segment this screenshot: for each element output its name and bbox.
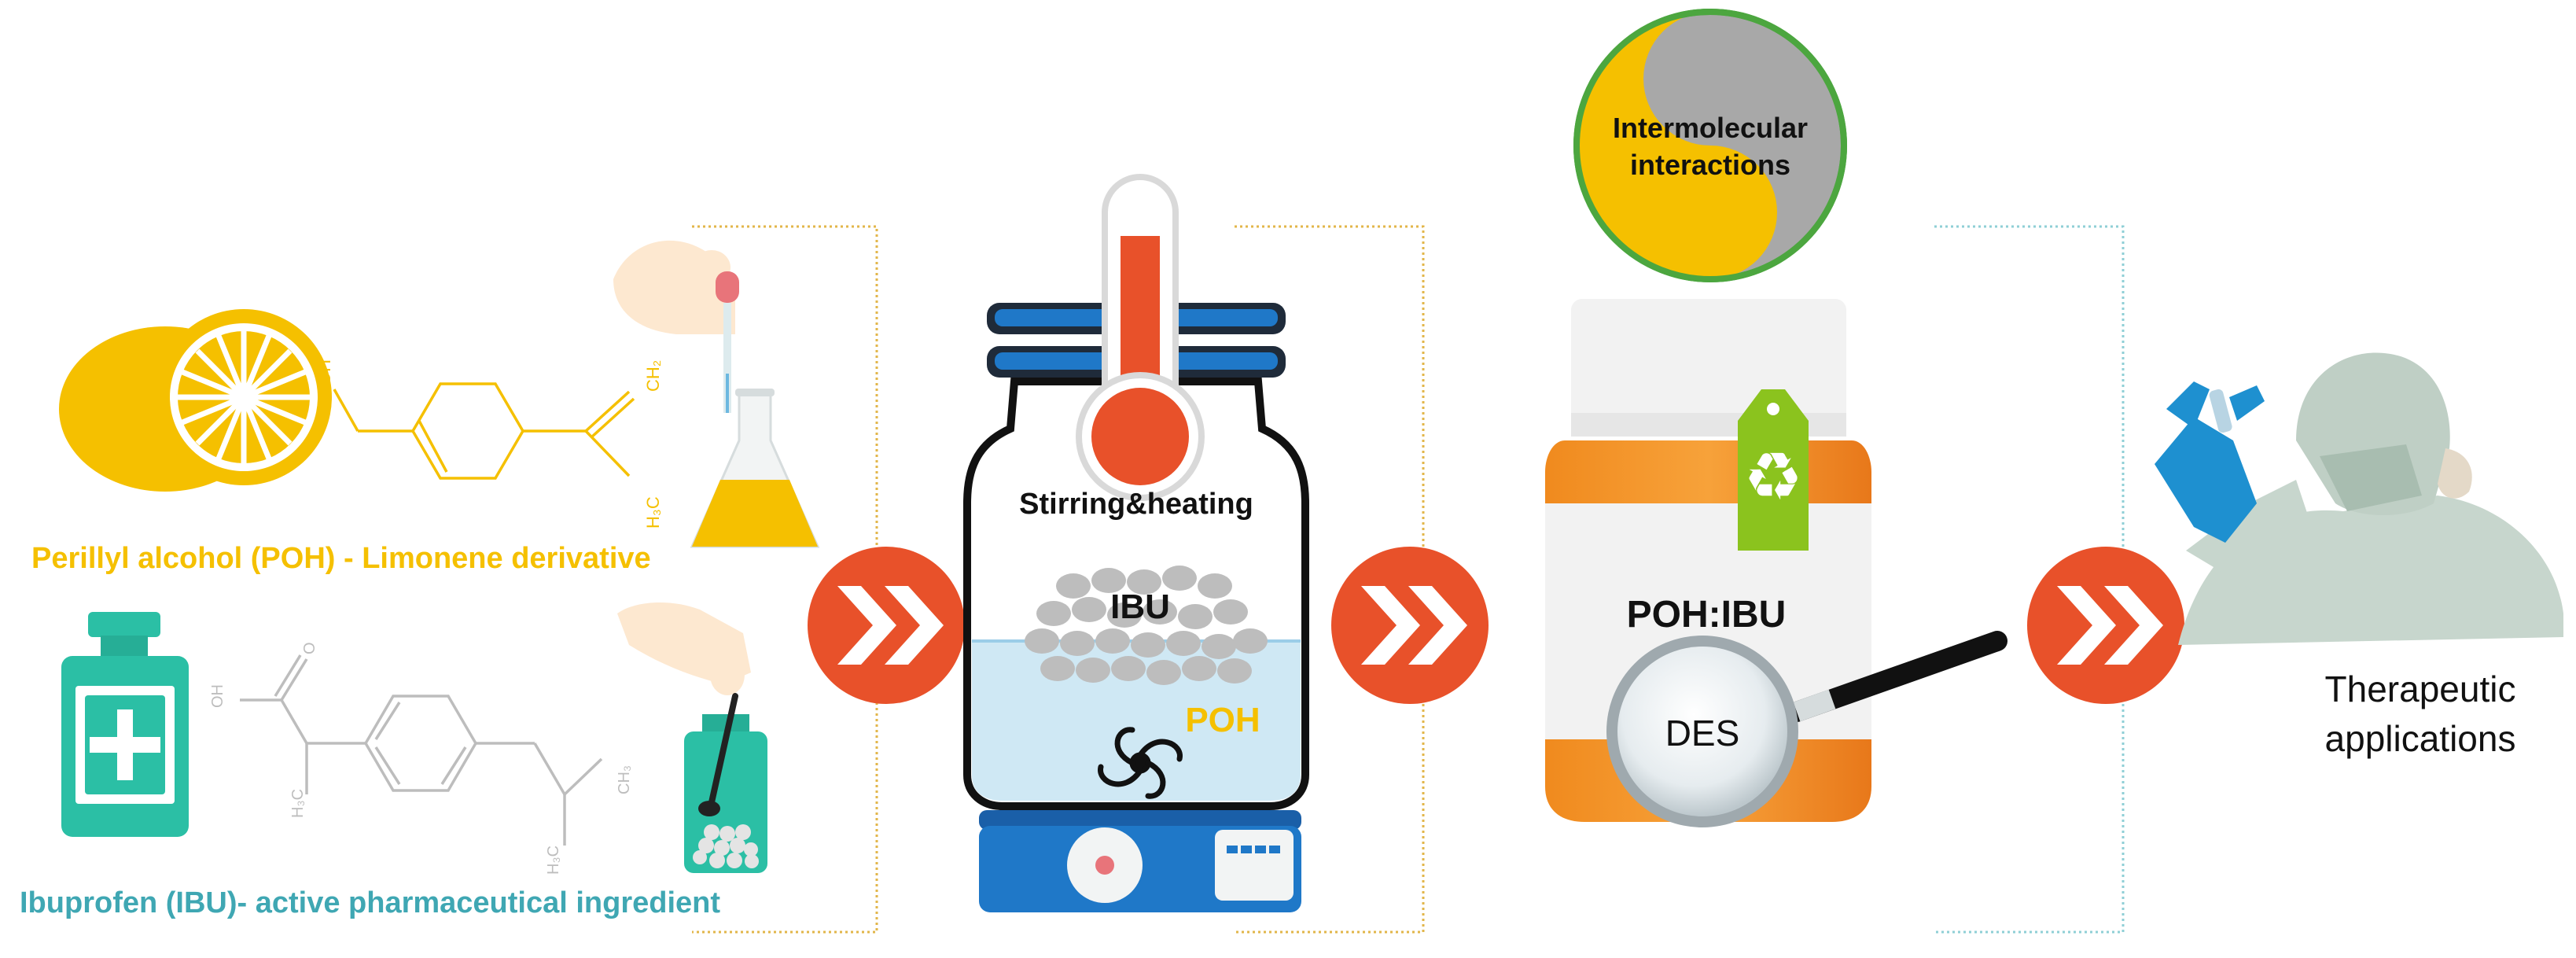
- poh-ibu-label: POH:IBU: [1627, 594, 1787, 636]
- poh-ch2-label: CH₂: [643, 360, 663, 392]
- svg-text:♻: ♻: [1743, 440, 1802, 514]
- ibu-oh-label: OH: [209, 684, 226, 708]
- double-chevron-icon: [2027, 547, 2184, 704]
- jar-ibu-label: IBU: [1110, 588, 1170, 626]
- des-label: DES: [1665, 713, 1740, 754]
- poh-h3c-label: H₃C: [643, 496, 663, 529]
- hot-plate-icon: [979, 810, 1301, 912]
- intermolecular-label-line1: Intermolecular: [1613, 112, 1808, 144]
- scientist-icon: [2155, 352, 2563, 645]
- therapeutic-label-line1: Therapeutic: [2325, 669, 2516, 709]
- pill-jar-icon: [684, 693, 767, 873]
- ibu-ch3-label: CH₃: [616, 765, 633, 794]
- recycle-tag-icon: ♻: [1738, 389, 1809, 551]
- poh-label: Perillyl alcohol (POH) - Limonene deriva…: [31, 542, 651, 575]
- ibu-o-label: O: [301, 642, 318, 654]
- mixing-jar-icon: [963, 303, 1309, 810]
- ibu-label: Ibuprofen (IBU)- active pharmaceutical i…: [20, 886, 720, 919]
- yin-yang-icon: [1573, 9, 1847, 282]
- jar-poh-label: POH: [1185, 701, 1260, 739]
- thermometer-icon: [1076, 174, 1205, 501]
- ibu-h3c-a-label: H₃C: [289, 789, 307, 818]
- poh-molecule: [333, 382, 635, 480]
- double-chevron-icon: [1331, 547, 1489, 704]
- flask-icon: [690, 389, 820, 548]
- magnifier-icon: [1606, 631, 2007, 827]
- therapeutic-label-line2: applications: [2325, 718, 2516, 759]
- poh-oh-label: OH: [315, 359, 334, 385]
- ibu-h3c-b-label: H₃C: [545, 846, 562, 875]
- stirring-heating-label: Stirring&heating: [1019, 488, 1253, 521]
- medicine-bottle-icon: [61, 612, 189, 837]
- dropper-hand-icon: [613, 240, 739, 413]
- double-chevron-icon: [808, 547, 965, 704]
- spoon-hand-icon: [617, 602, 751, 695]
- intermolecular-label-line2: interactions: [1630, 149, 1790, 181]
- stir-bar-icon: [1098, 727, 1183, 799]
- lemon-icon: [59, 309, 332, 492]
- ibu-molecule: [240, 654, 603, 846]
